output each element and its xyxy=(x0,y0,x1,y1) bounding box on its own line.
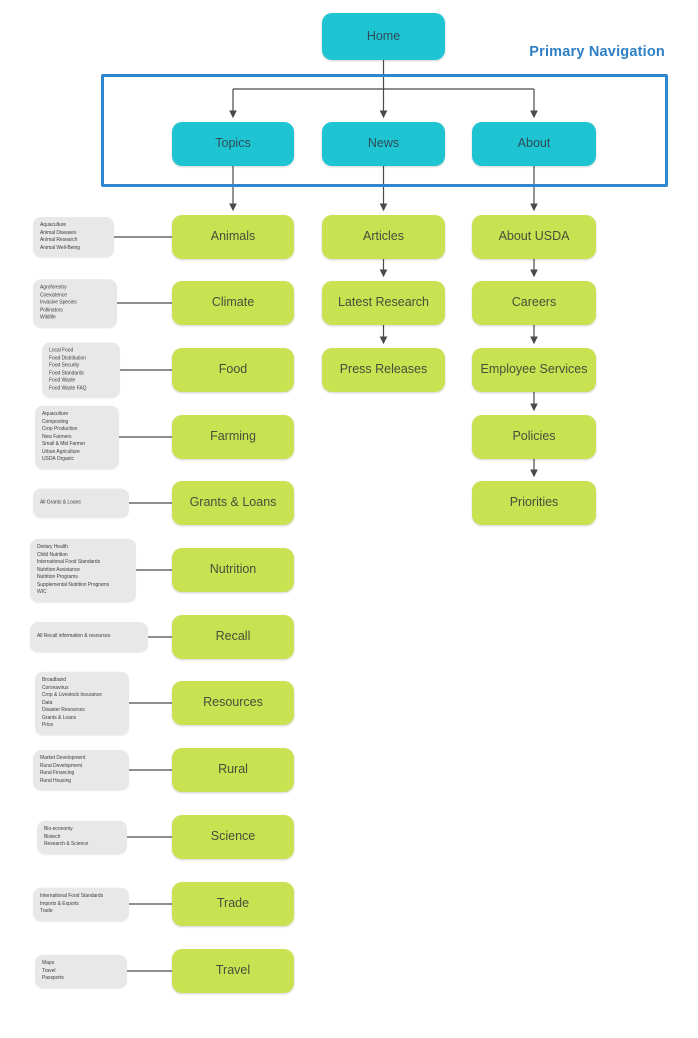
callout-grants-loans: All Grants & Loans xyxy=(33,488,129,518)
callout-rural: Market Development Rural Development Rur… xyxy=(33,750,129,790)
node-priorities[interactable]: Priorities xyxy=(472,481,596,525)
node-about-usda[interactable]: About USDA xyxy=(472,215,596,259)
node-rural[interactable]: Rural xyxy=(172,748,294,792)
primary-navigation-frame xyxy=(101,74,668,187)
callout-farming: Aquaculture Composting Crop Production N… xyxy=(35,405,119,469)
callout-resources: Broadband Coronavirus Crop & Livestock I… xyxy=(35,671,129,735)
node-careers[interactable]: Careers xyxy=(472,281,596,325)
node-grants-loans[interactable]: Grants & Loans xyxy=(172,481,294,525)
node-policies[interactable]: Policies xyxy=(472,415,596,459)
node-news[interactable]: News xyxy=(322,122,445,166)
node-latest-research[interactable]: Latest Research xyxy=(322,281,445,325)
node-articles[interactable]: Articles xyxy=(322,215,445,259)
primary-navigation-label: Primary Navigation xyxy=(529,44,665,60)
node-farming[interactable]: Farming xyxy=(172,415,294,459)
callout-travel: Maps Travel Passports xyxy=(35,954,127,988)
node-nutrition[interactable]: Nutrition xyxy=(172,548,294,592)
node-topics[interactable]: Topics xyxy=(172,122,294,166)
node-animals[interactable]: Animals xyxy=(172,215,294,259)
callout-climate: Agroforestry Coexistence Invasive Specie… xyxy=(33,279,117,327)
node-trade[interactable]: Trade xyxy=(172,882,294,926)
node-press-releases[interactable]: Press Releases xyxy=(322,348,445,392)
node-about[interactable]: About xyxy=(472,122,596,166)
node-recall[interactable]: Recall xyxy=(172,615,294,659)
callout-food: Local Food Food Distribution Food Securi… xyxy=(42,342,120,398)
node-science[interactable]: Science xyxy=(172,815,294,859)
callout-trade: International Food Standards Imports & E… xyxy=(33,887,129,921)
node-employee-services[interactable]: Employee Services xyxy=(472,348,596,392)
node-food[interactable]: Food xyxy=(172,348,294,392)
node-home[interactable]: Home xyxy=(322,13,445,60)
node-resources[interactable]: Resources xyxy=(172,681,294,725)
callout-science: Bio-economy Biotech Research & Science xyxy=(37,820,127,854)
callout-animals: Aquaculture Animal Diseases Animal Resea… xyxy=(33,217,114,257)
callout-recall: All Recall information & resources xyxy=(30,622,148,652)
node-climate[interactable]: Climate xyxy=(172,281,294,325)
node-travel[interactable]: Travel xyxy=(172,949,294,993)
callout-nutrition: Dietary Health Child Nutrition Internati… xyxy=(30,538,136,602)
